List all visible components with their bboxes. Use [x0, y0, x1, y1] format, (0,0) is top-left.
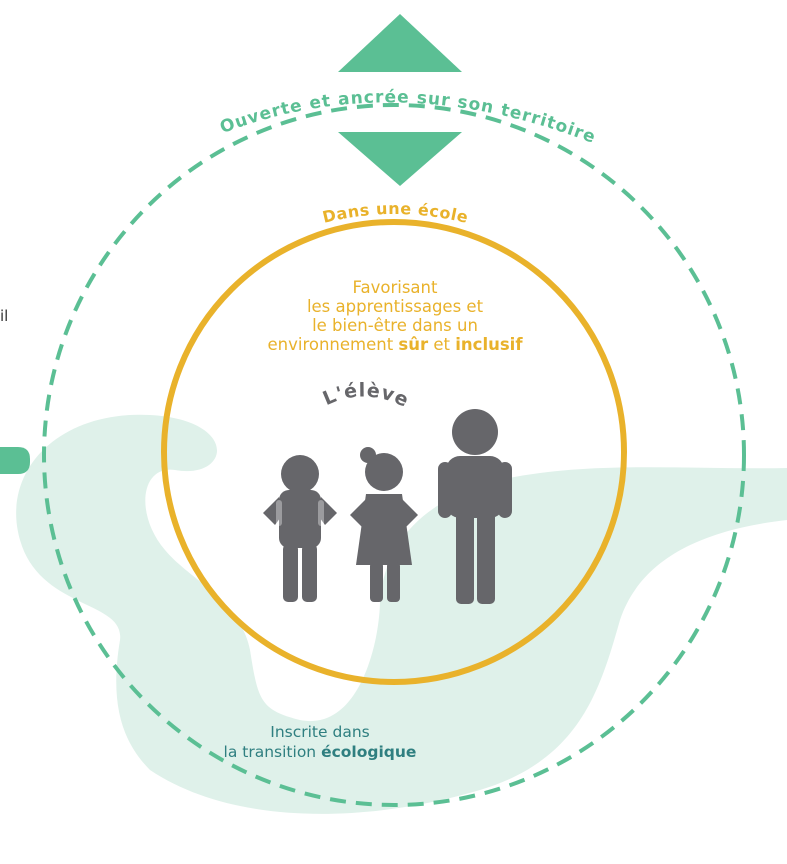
ecology-line-1: Inscrite dans	[270, 723, 370, 741]
ecology-line-2-prefix: la transition	[223, 743, 322, 761]
description-line-4: environnement sûr et inclusif	[210, 335, 580, 354]
description-line-4-prefix: environnement	[267, 335, 399, 354]
ecology-description: Inscrite dans la transition écologique	[150, 722, 490, 762]
triangle-up	[338, 14, 462, 72]
side-tab	[0, 447, 30, 474]
edge-text-fragment: il	[0, 307, 9, 325]
description-bold-safe: sûr	[398, 335, 429, 354]
description-line-3: le bien-être dans un	[312, 316, 478, 335]
adult-figure-icon	[438, 409, 512, 604]
ecology-line-2: la transition écologique	[150, 742, 490, 762]
inner-yellow-circle	[161, 219, 627, 685]
description-line-4-middle: et	[428, 335, 456, 354]
ecology-bold-word: écologique	[321, 743, 417, 761]
description-line-2: les apprentissages et	[306, 297, 484, 316]
boy-figure-icon	[263, 455, 337, 602]
ecology-blob	[16, 414, 787, 814]
inner-circle-description: Favorisant les apprentissages et le bien…	[210, 278, 580, 354]
outer-dashed-circle	[42, 103, 746, 807]
girl-figure-icon	[350, 447, 418, 602]
description-line-1: Favorisant	[352, 278, 438, 297]
triangle-down	[338, 132, 462, 186]
description-bold-inclusive: inclusif	[455, 335, 523, 354]
